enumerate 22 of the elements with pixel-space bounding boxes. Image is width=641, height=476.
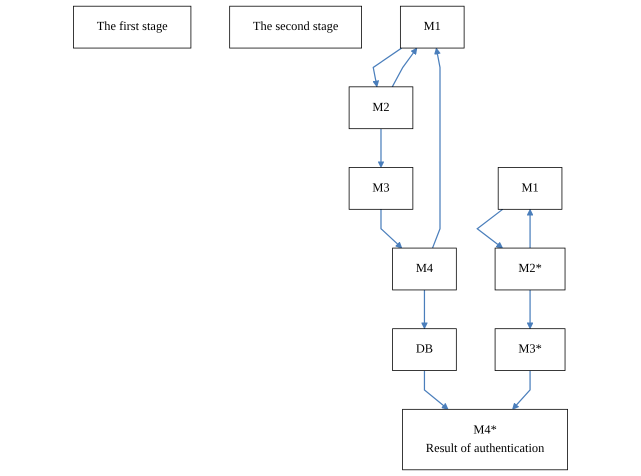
arrow — [380, 209, 402, 248]
arrow — [421, 290, 428, 330]
arrow — [372, 48, 402, 88]
node-box: M2 — [348, 86, 414, 130]
arrow — [512, 370, 531, 410]
arrow — [424, 370, 448, 410]
node-box: The first stage — [73, 6, 192, 48]
node-box: M3 — [348, 167, 414, 210]
node-box: M3* — [494, 328, 566, 371]
node-box: DB — [392, 328, 457, 371]
node-box: M4* Result of authentication — [402, 408, 568, 470]
arrow — [476, 208, 504, 248]
node-box: M4 — [392, 248, 457, 290]
arrow — [392, 48, 418, 88]
node-box: M1 — [498, 167, 562, 210]
node-box: M2* — [494, 248, 566, 290]
node-box: The second stage — [229, 6, 362, 48]
arrow — [526, 209, 534, 248]
arrow — [432, 48, 441, 248]
arrow — [526, 290, 534, 330]
node-box: M1 — [400, 6, 465, 48]
arrow — [378, 128, 384, 168]
